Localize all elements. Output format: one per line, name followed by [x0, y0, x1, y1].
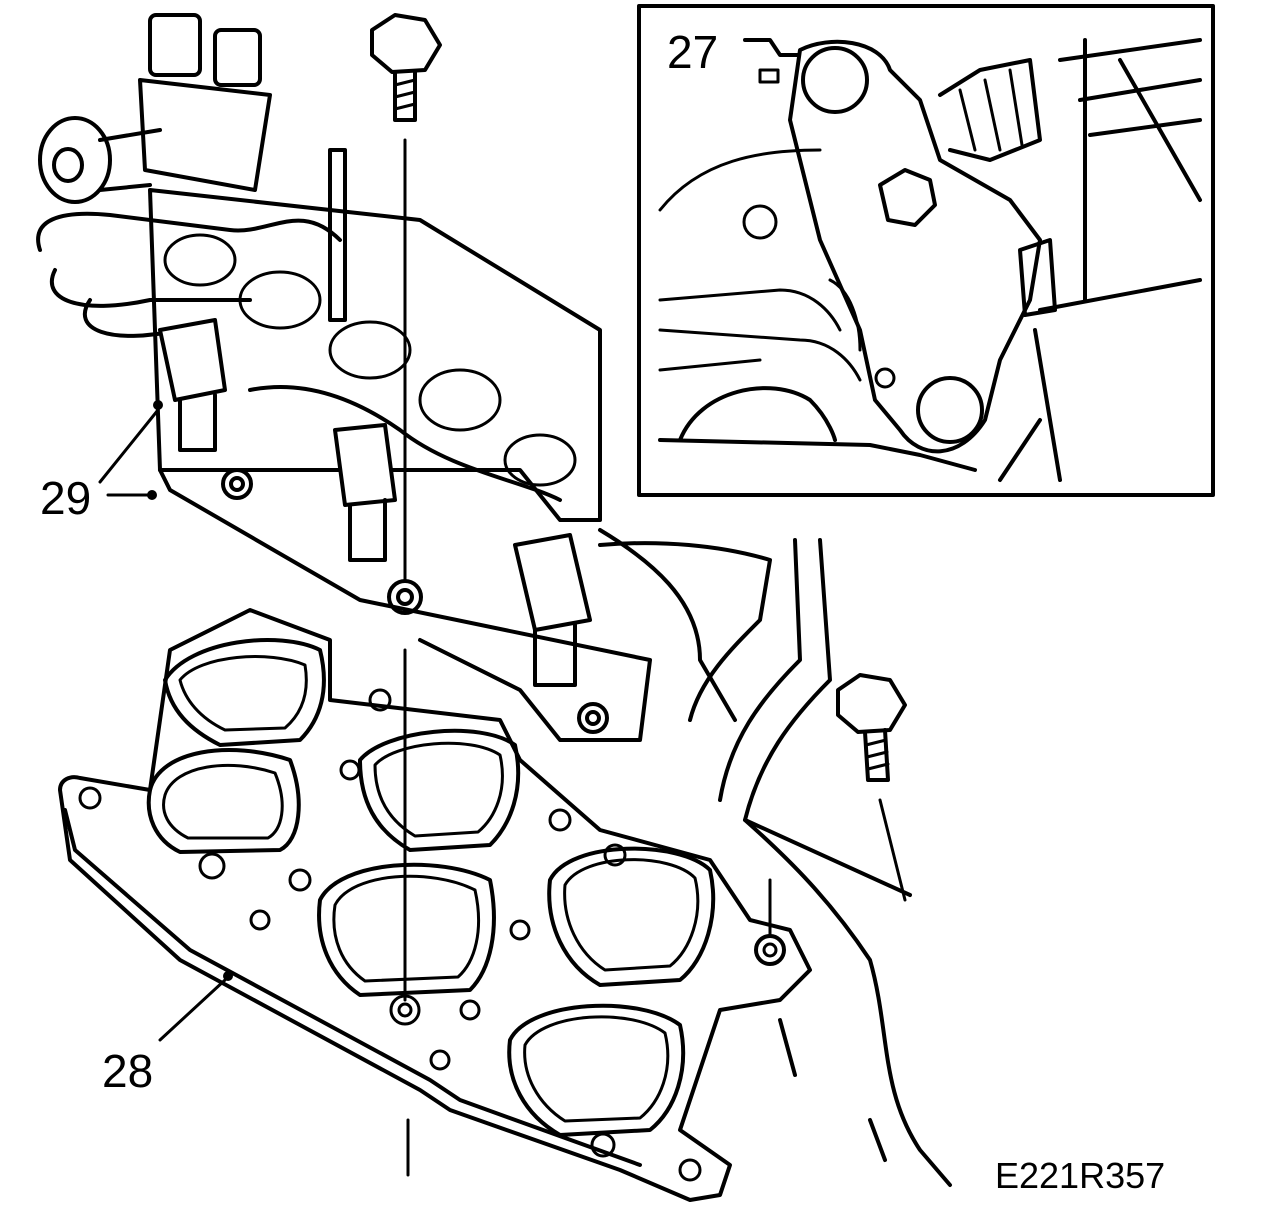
bolt-top [370, 13, 442, 582]
callout-29: 29 [40, 472, 91, 524]
injector [333, 423, 397, 562]
callout-28: 28 [102, 1045, 153, 1097]
figure-code: E221R357 [995, 1155, 1165, 1196]
upper-manifold-assembly [36, 13, 737, 742]
inset-detail-box [637, 4, 1215, 497]
bolt-right [836, 673, 907, 902]
callout-27: 27 [667, 26, 718, 78]
engine-background-outline [598, 538, 952, 1187]
lower-manifold-gasket [58, 608, 812, 1202]
injector [513, 533, 592, 687]
injector [158, 318, 227, 452]
callout-leaders [98, 400, 233, 1042]
